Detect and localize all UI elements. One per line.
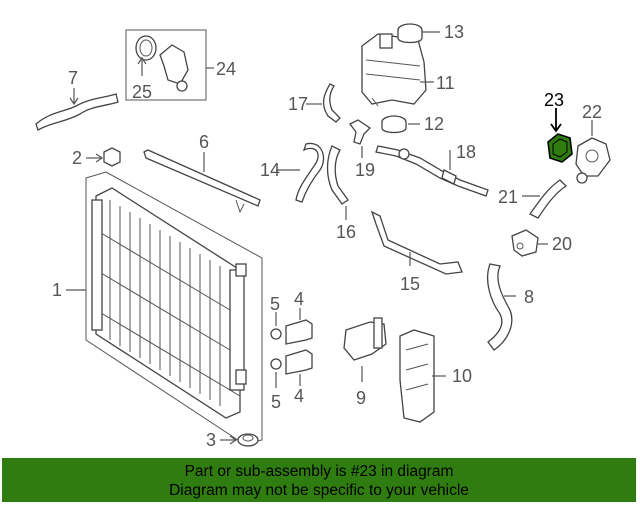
callout-14: 14 <box>260 160 280 180</box>
outlet-hose <box>529 179 568 219</box>
callout-18: 18 <box>456 142 476 162</box>
callout-7: 7 <box>68 68 78 88</box>
part-24-thermostat-group <box>125 29 207 101</box>
callout-19: 19 <box>355 160 375 180</box>
callout-13: 13 <box>444 22 464 42</box>
bypass-fitting <box>511 229 539 257</box>
thermostat-housing <box>159 44 189 85</box>
callout-9: 9 <box>356 388 366 408</box>
callout-22: 22 <box>582 102 602 122</box>
water-bypass-pipe <box>370 210 463 275</box>
callout-4-lower: 4 <box>294 386 304 406</box>
radiator-support-seal <box>143 149 261 207</box>
callout-21: 21 <box>498 187 518 207</box>
callout-3: 3 <box>206 430 216 450</box>
lower-radiator-hose <box>486 263 513 351</box>
callout-23: 23 <box>544 90 564 110</box>
radiator-assembly <box>85 171 263 445</box>
callout-15: 15 <box>400 274 420 294</box>
callout-25: 25 <box>132 82 152 102</box>
radiator-cushion <box>237 433 259 447</box>
callout-5-upper: 5 <box>270 294 280 314</box>
heater-hose <box>326 145 349 205</box>
o-ring-lower <box>270 358 282 370</box>
upper-radiator-hose <box>35 93 119 131</box>
parts-diagram: 24 25 7 2 6 <box>35 22 611 450</box>
callout-2: 2 <box>72 148 82 168</box>
drain-plug-upper <box>285 319 313 345</box>
callout-20: 20 <box>552 234 572 254</box>
callout-16: 16 <box>336 222 356 242</box>
bypass-hose <box>295 142 325 203</box>
o-ring-upper <box>270 328 282 340</box>
callout-12: 12 <box>424 114 444 134</box>
callout-6: 6 <box>199 132 209 152</box>
banner-line-1: Part or sub-assembly is #23 in diagram <box>184 463 454 480</box>
callout-4-upper: 4 <box>294 289 304 309</box>
drain-cock-plug <box>103 147 121 167</box>
callout-1: 1 <box>52 280 62 300</box>
callout-10: 10 <box>452 366 472 386</box>
part-info-banner: Part or sub-assembly is #23 in diagram D… <box>2 458 636 502</box>
callout-8: 8 <box>524 287 534 307</box>
coolant-reservoir <box>361 33 427 107</box>
overflow-hose <box>322 83 341 123</box>
drain-plug-lower <box>285 349 313 375</box>
callout-5-lower: 5 <box>271 392 281 412</box>
gasket-ring <box>135 35 157 61</box>
callout-11: 11 <box>436 73 455 93</box>
callout-17: 17 <box>288 94 308 114</box>
water-outlet-housing <box>575 137 611 177</box>
air-guide-shroud <box>399 329 435 423</box>
radiator-core-fins <box>95 200 241 406</box>
callout-24: 24 <box>216 59 236 79</box>
banner-line-2: Diagram may not be specific to your vehi… <box>169 482 469 499</box>
tee-fitting <box>349 119 372 145</box>
inset-box <box>125 29 207 101</box>
